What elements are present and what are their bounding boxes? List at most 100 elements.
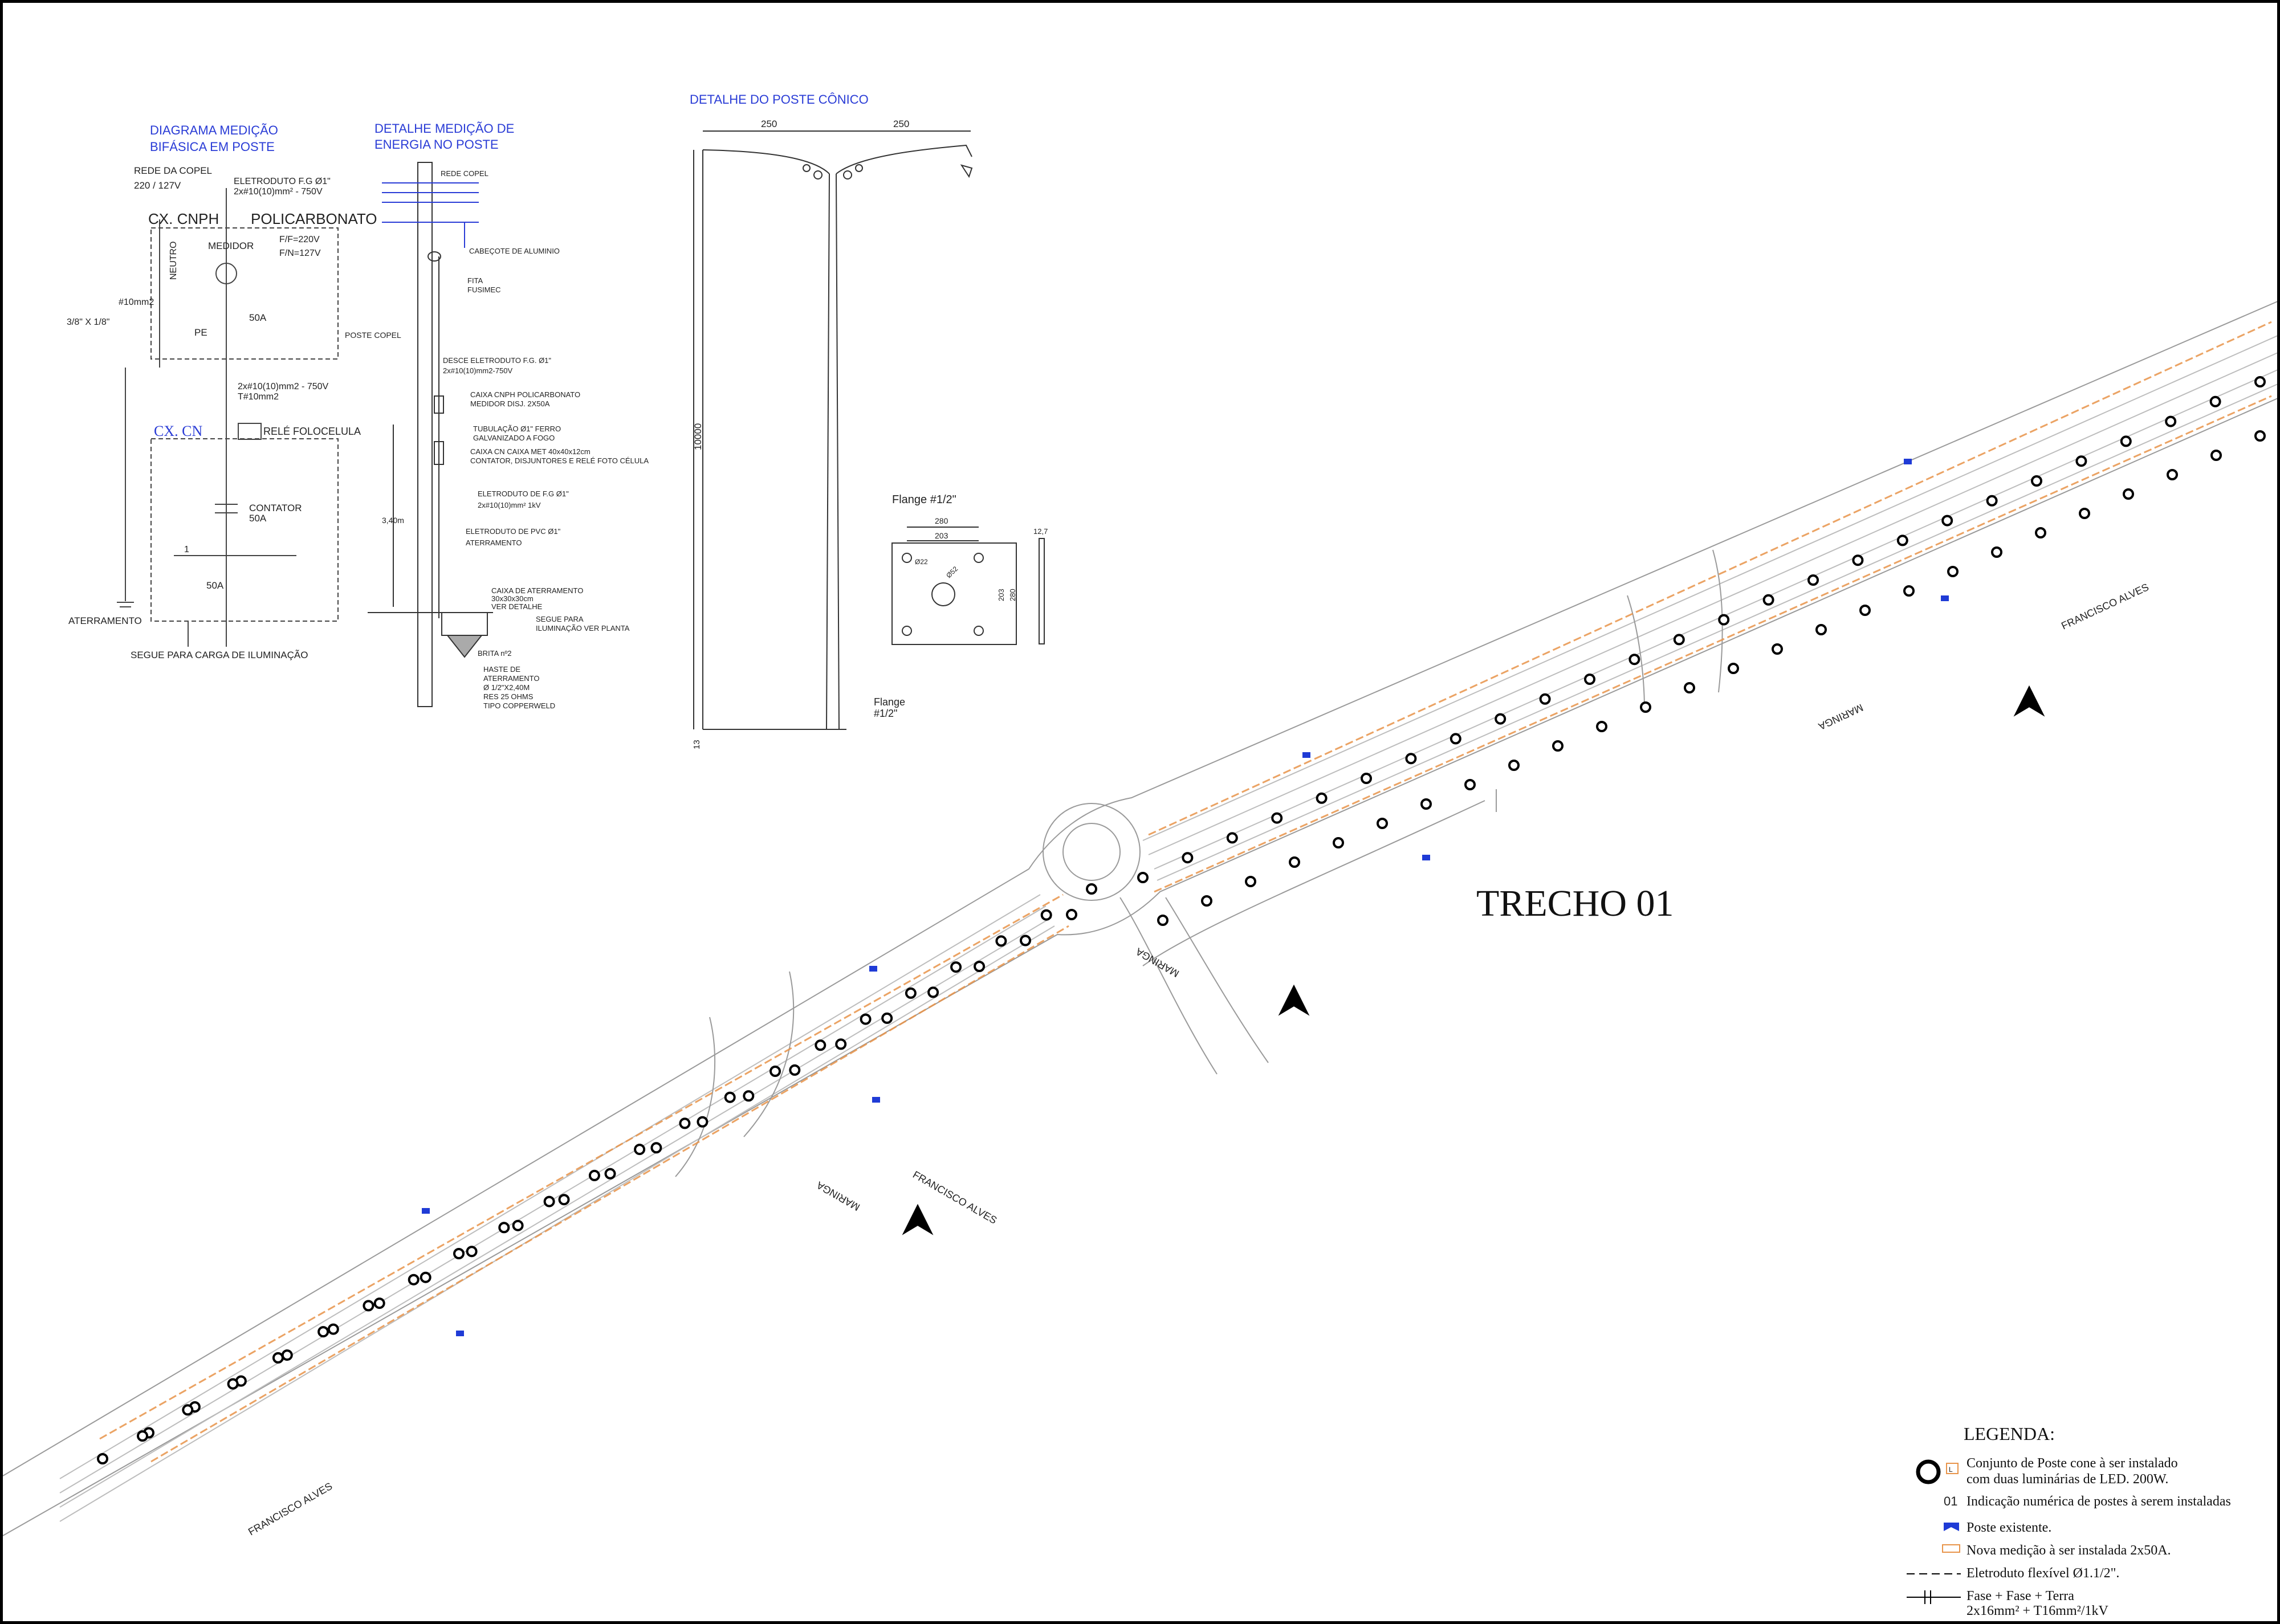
planned-pole xyxy=(2123,488,2134,500)
label-cable-mid: 2x#10(10)mm2 - 750V xyxy=(238,382,329,391)
planned-pole xyxy=(97,1453,108,1464)
existing-pole xyxy=(1941,595,1949,601)
label-breaker-1: 50A xyxy=(249,312,267,323)
diagram-metering-title-1: DIAGRAMA MEDIÇÃO xyxy=(150,123,278,137)
legend-existing-icon xyxy=(1944,1523,1959,1531)
road-label-maringa-mid: MARINGA xyxy=(815,1180,862,1213)
flange-side xyxy=(1039,538,1045,644)
label-fn: F/N=127V xyxy=(279,248,321,258)
detail-label-4: DESCE ELETRODUTO F.G. Ø1" xyxy=(443,356,551,365)
legend-pole-tag xyxy=(1946,1463,1959,1474)
planned-pole xyxy=(1947,566,1959,577)
planned-pole xyxy=(1640,701,1651,713)
label-aterramento: ATERRAMENTO xyxy=(68,615,142,626)
planned-pole xyxy=(1271,812,1283,824)
legend-existing-text: Poste existente. xyxy=(1966,1520,2051,1535)
detail-label-6: CAIXA CNPH POLICARBONATO xyxy=(470,390,580,399)
detail-label-23: ATERRAMENTO xyxy=(483,674,539,683)
flange-dim-v-outer: 280 xyxy=(1008,589,1017,601)
planned-pole xyxy=(1772,643,1783,655)
planned-pole xyxy=(2075,455,2087,467)
road-branch-west xyxy=(675,971,795,1177)
planned-pole xyxy=(1182,852,1194,864)
detail-label-1: CABEÇOTE DE ALUMINIO xyxy=(469,247,560,255)
box-cn xyxy=(150,438,339,622)
legend-pole-icon xyxy=(1916,1459,1941,1484)
detail-label-24: Ø 1/2"X2,40M xyxy=(483,683,530,692)
detail-metering-title-2: ENERGIA NO POSTE xyxy=(374,137,499,152)
label-segue: SEGUE PARA CARGA DE ILUMINAÇÃO xyxy=(131,650,308,660)
planned-pole xyxy=(860,1013,872,1025)
planned-pole xyxy=(789,1064,801,1076)
detail-label-5: 2x#10(10)mm2-750V xyxy=(443,366,512,375)
detail-label-9: GALVANIZADO A FOGO xyxy=(473,434,555,442)
label-medidor: MEDIDOR xyxy=(208,240,254,251)
planned-pole xyxy=(1495,713,1507,725)
road-branch-east xyxy=(1627,549,1723,710)
planned-pole xyxy=(1245,876,1256,887)
road-lane-1 xyxy=(59,335,2277,1479)
flange-plate xyxy=(891,542,1017,645)
label-neutro: NEUTRO xyxy=(169,241,178,280)
dim-arm-right: 250 xyxy=(893,119,909,129)
road-edge-south-1 xyxy=(3,398,2277,1536)
label-policarbonato: POLICARBONATO xyxy=(251,210,377,227)
detail-label-12: ELETRODUTO DE F.G Ø1" xyxy=(478,489,569,498)
detail-metering-title-1: DETALHE MEDIÇÃO DE xyxy=(374,121,514,136)
box-cnph-small xyxy=(434,395,444,414)
label-cx-cn: CX. CN xyxy=(154,423,202,439)
detail-label-15: ATERRAMENTO xyxy=(466,538,522,547)
roundabout-inner xyxy=(1062,823,1121,881)
existing-pole xyxy=(1422,855,1430,860)
label-contator: CONTATOR xyxy=(249,503,302,513)
planned-pole xyxy=(1450,733,1461,745)
planned-pole xyxy=(1040,909,1052,921)
road-label-maringa-south: MARINGA xyxy=(1134,946,1181,980)
planned-pole xyxy=(1684,682,1695,693)
detail-flange xyxy=(891,527,1045,645)
flange-callout-size: #1/2" xyxy=(874,708,897,719)
flange-dim-inner-label: 203 xyxy=(935,531,948,540)
arm-hole-left-2 xyxy=(803,164,811,172)
planned-pole xyxy=(2167,469,2178,480)
planned-pole xyxy=(2079,508,2090,519)
north-arrow-mid-shape xyxy=(902,1203,934,1235)
existing-pole xyxy=(456,1331,464,1336)
existing-pole xyxy=(422,1208,430,1214)
planned-pole xyxy=(1361,773,1372,784)
arm-hole-right-2 xyxy=(855,164,863,172)
detail-label-8: TUBULAÇÃO Ø1" FERRO xyxy=(473,425,561,433)
detail-label-20: ILUMINAÇÃO VER PLANTA xyxy=(536,624,630,633)
legend-num-text: Indicação numérica de postes à serem ins… xyxy=(1966,1494,2231,1509)
road-edge-north-1 xyxy=(3,301,2277,1476)
label-pe: PE xyxy=(194,327,207,338)
planned-pole xyxy=(373,1297,385,1309)
existing-pole xyxy=(869,966,877,972)
cable-route-north xyxy=(99,321,2272,1440)
north-arrow-east xyxy=(2013,685,2045,717)
diagram-metering-title-2: BIFÁSICA EM POSTE xyxy=(150,140,275,154)
label-voltage: 220 / 127V xyxy=(134,180,181,191)
detail-label-21: BRITA nº2 xyxy=(478,649,511,658)
detail-label-3: FUSIMEC xyxy=(467,285,501,294)
flange-hole-br xyxy=(974,626,984,636)
weatherhead xyxy=(427,251,441,262)
drawing-canvas: DIAGRAMA MEDIÇÃO BIFÁSICA EM POSTE REDE … xyxy=(3,92,2277,1618)
planned-pole xyxy=(498,1222,510,1234)
planned-pole xyxy=(327,1323,339,1335)
legend-cable-line2: 2x16mm² + T16mm²/1kV xyxy=(1966,1603,2108,1618)
planned-pole xyxy=(2209,395,2221,407)
legend-num-sample: 01 xyxy=(1944,1494,1957,1508)
planned-pole xyxy=(2254,430,2266,442)
planned-pole xyxy=(881,1012,893,1024)
detail-label-18: VER DETALHE xyxy=(491,602,543,611)
detail-pole-title: DETALHE DO POSTE CÔNICO xyxy=(690,92,869,107)
existing-poles xyxy=(422,459,1949,1336)
label-ground-rod: 3/8" X 1/8" xyxy=(67,317,109,327)
planned-pole xyxy=(1596,721,1607,732)
flange-callout-label: Flange xyxy=(874,696,905,708)
planned-pole xyxy=(2120,435,2132,447)
north-arrow-east-shape xyxy=(2013,685,2045,717)
planned-pole xyxy=(724,1091,736,1103)
legend: LEGENDA: L Conjunto de Poste cone à ser … xyxy=(1907,1423,2231,1618)
